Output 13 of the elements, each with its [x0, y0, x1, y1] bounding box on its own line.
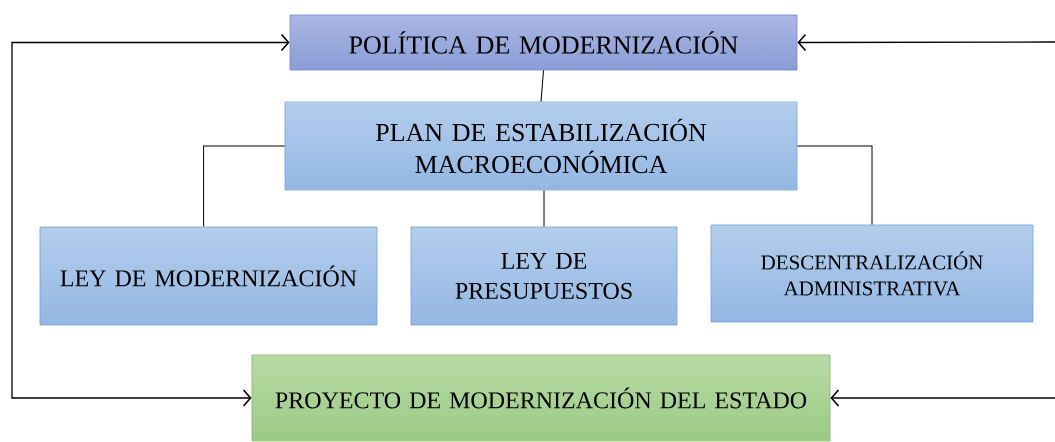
connector-line	[540, 69, 544, 103]
connector-line	[796, 145, 873, 226]
arrow	[797, 33, 1055, 52]
process-box: DESCENTRALIZACIÓN ADMINISTRATIVA	[710, 224, 1034, 323]
arrow	[11, 33, 290, 407]
process-box: PROYECTO DE MODERNIZACIÓN DEL ESTADO	[251, 354, 831, 442]
connector-line	[543, 189, 545, 228]
process-box: POLÍTICA DE MODERNIZACIÓN	[289, 14, 798, 71]
process-box: LEY DE MODERNIZACIÓN	[39, 226, 378, 326]
process-box: PLAN DE ESTABILIZACIÓN MACROECONÓMICA	[284, 101, 798, 191]
arrow	[830, 389, 1055, 407]
process-box: LEY DE PRESUPUESTOS	[410, 226, 678, 326]
connector-line	[203, 145, 286, 228]
